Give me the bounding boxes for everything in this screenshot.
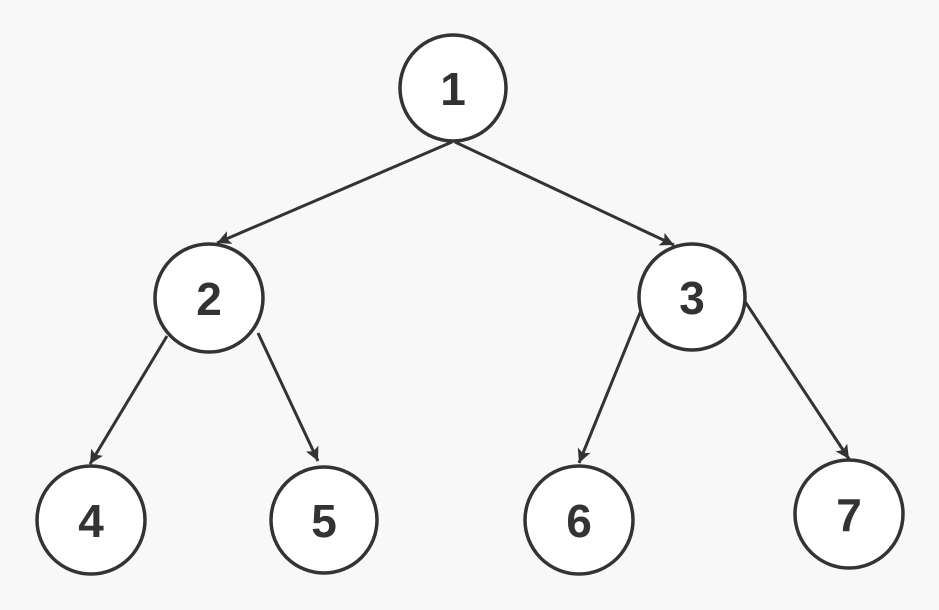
tree-node-3: 3 [637, 242, 747, 352]
tree-node-circle-3 [637, 242, 747, 352]
tree-node-4: 4 [35, 464, 147, 576]
tree-edge-2-4 [88, 335, 169, 465]
tree-node-label: 7 [836, 489, 862, 541]
tree-node-1: 1 [398, 33, 508, 143]
tree-edge-3-7 [742, 299, 851, 460]
tree-node-label: 5 [311, 495, 337, 547]
tree-node-label: 4 [78, 495, 104, 547]
tree-node-circle-5 [269, 465, 379, 575]
tree-node-label: 2 [196, 273, 222, 325]
tree-node-circle-1 [398, 33, 508, 143]
tree-edge-3-6 [577, 307, 644, 464]
tree-node-5: 5 [269, 465, 379, 575]
tree-node-circle-4 [35, 464, 147, 576]
tree-edge-1-2 [216, 140, 453, 245]
tree-node-6: 6 [523, 464, 635, 576]
tree-node-label: 6 [566, 495, 592, 547]
tree-node-label: 1 [440, 63, 466, 115]
tree-node-2: 2 [153, 242, 265, 354]
tree-node-circle-6 [523, 464, 635, 576]
tree-edge-1-3 [454, 140, 675, 247]
tree-node-label: 3 [679, 272, 705, 324]
tree-node-7: 7 [793, 458, 905, 570]
tree-node-circle-7 [793, 458, 905, 570]
tree-edge-2-5 [256, 332, 320, 462]
tree-node-circle-2 [153, 242, 265, 354]
